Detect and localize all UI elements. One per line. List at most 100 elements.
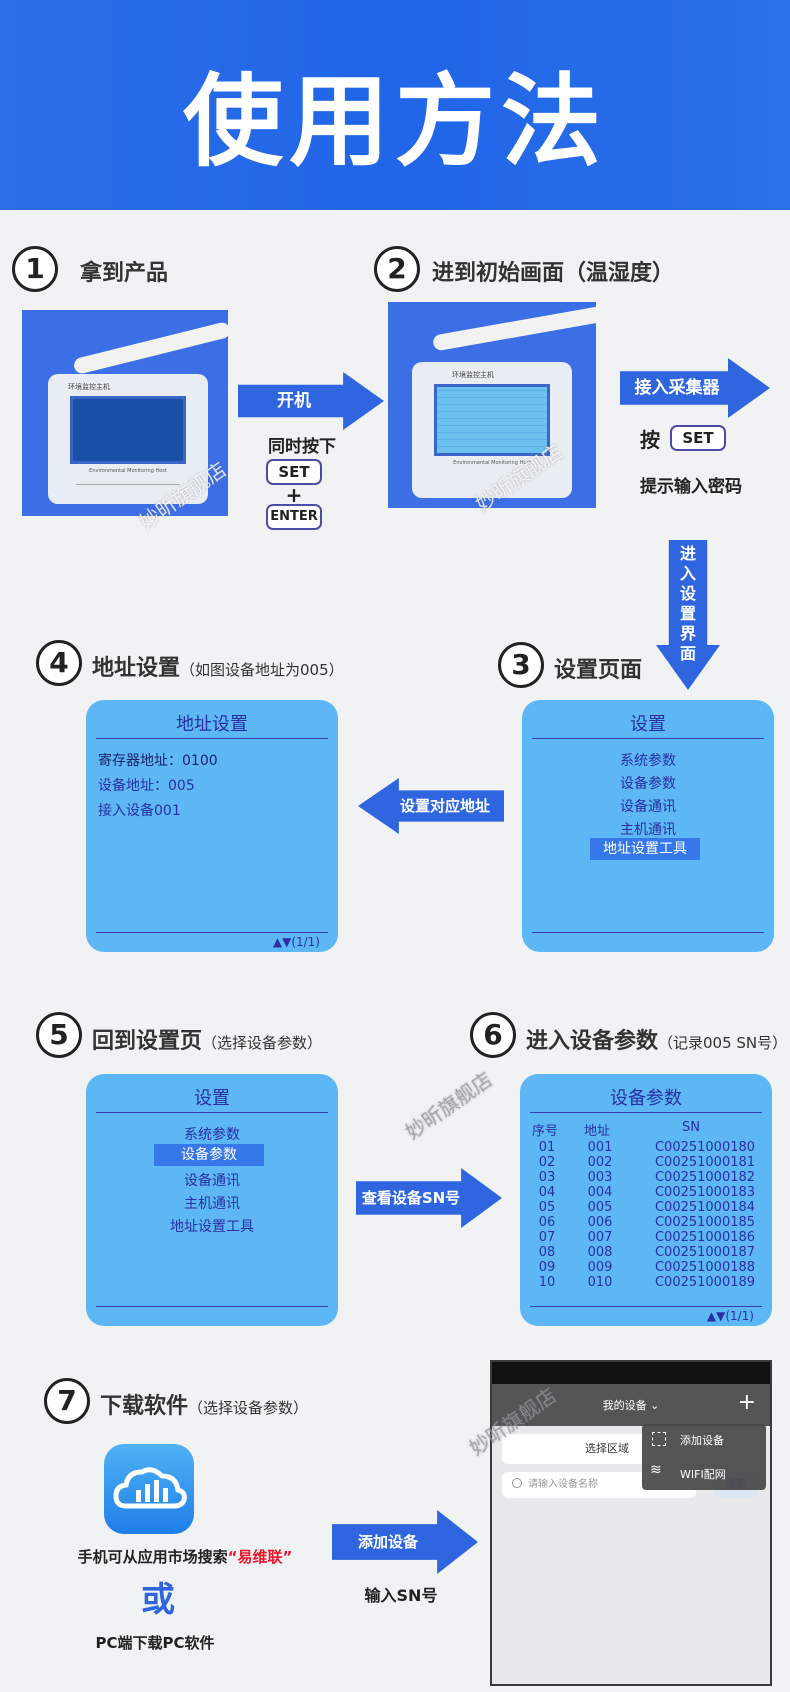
divider: [96, 738, 328, 739]
table-cell-address: 010: [587, 1275, 613, 1290]
input-sn-label: 输入SN号: [364, 1586, 438, 1605]
device-sub: Environmental Monitoring Host: [89, 468, 167, 474]
divider: [532, 932, 764, 933]
table-cell-address: 008: [587, 1245, 613, 1260]
set-address-arrow: 设置对应地址: [358, 778, 504, 834]
device-body: 环境监控主机 Environmental Monitoring Host: [412, 362, 572, 498]
scan-icon: [652, 1432, 666, 1446]
device-label: 环境监控主机: [452, 371, 494, 379]
divider: [532, 738, 764, 739]
col-header-sn: SN: [682, 1120, 700, 1135]
app-name: “易维联”: [227, 1548, 293, 1566]
address-screen: 地址设置 寄存器地址：0100 设备地址：005 接入设备001 ▲▼(1/1): [86, 700, 338, 952]
table-cell-address: 001: [587, 1140, 613, 1155]
table-cell-sn: C00251000183: [654, 1185, 756, 1200]
table-cell-sn: C00251000186: [654, 1230, 756, 1245]
menu-add-device[interactable]: 添加设备: [680, 1434, 724, 1447]
enter-key: ENTER: [266, 504, 322, 530]
prompt-password-label: 提示输入密码: [640, 477, 742, 497]
step-4-title: 地址设置（如图设备地址为005）: [92, 656, 344, 681]
enter-settings-char: 进: [679, 544, 696, 563]
table-cell-address: 002: [587, 1155, 613, 1170]
phone-screen: 我的设备 ⌄ + 选择区域 请输入设备名称 搜索 添加设备 ≋ WIFI配网 妙…: [465, 1360, 772, 1686]
or-label: 或: [141, 1580, 175, 1620]
phone-status-bar: [492, 1362, 770, 1384]
table-cell-address: 003: [587, 1170, 613, 1185]
chevron-down-icon[interactable]: ⌄: [650, 1399, 660, 1412]
table-cell-sn: C00251000187: [654, 1245, 756, 1260]
table-cell-sn: C00251000185: [654, 1215, 756, 1230]
table-cell-address: 005: [587, 1200, 613, 1215]
device-address: 设备地址：005: [98, 778, 195, 794]
step-2-title: 进到初始画面（温湿度）: [432, 261, 675, 286]
address-screen-title: 地址设置: [176, 714, 248, 735]
set-key-2: SET: [670, 425, 726, 451]
add-device-arrow: 添加设备: [332, 1510, 478, 1574]
menu-system-params: 系统参数: [620, 753, 676, 769]
menu-address-tool-selected: 地址设置工具: [590, 838, 700, 860]
step-2-number: 2: [374, 246, 420, 292]
step-3-number: 3: [498, 642, 544, 688]
enter-settings-char: 设: [679, 584, 696, 603]
table-cell-sn: C00251000181: [654, 1155, 756, 1170]
step-6-title: 进入设备参数（记录005 SN号）: [526, 1029, 788, 1054]
phone-header: 我的设备 ⌄ +: [492, 1384, 770, 1426]
enter-settings-text: 进 入 设 置 界 面: [656, 544, 720, 664]
menu-system-params: 系统参数: [184, 1127, 240, 1143]
menu-device-params: 设备参数: [620, 776, 676, 792]
menu-host-comm: 主机通讯: [184, 1196, 240, 1212]
device-buttons: [76, 484, 180, 492]
device-params-title: 设备参数: [610, 1088, 682, 1109]
table-cell-index: 06: [538, 1215, 556, 1230]
step-7-title: 下载软件（选择设备参数）: [100, 1394, 309, 1419]
enter-settings-char: 入: [679, 564, 696, 583]
table-cell-address: 004: [587, 1185, 613, 1200]
antenna: [72, 320, 232, 376]
divider: [96, 932, 328, 933]
watermark: 妙昕旗舰店: [401, 1067, 497, 1145]
table-cell-sn: C00251000184: [654, 1200, 756, 1215]
table-cell-index: 02: [538, 1155, 556, 1170]
col-header-address: 地址: [584, 1124, 611, 1139]
enter-settings-char: 面: [679, 644, 696, 663]
enter-settings-char: 界: [679, 624, 696, 643]
table-cell-sn: C00251000189: [654, 1275, 756, 1290]
divider: [530, 1306, 762, 1307]
table-cell-index: 05: [538, 1200, 556, 1215]
product-photo-2: 环境监控主机 Environmental Monitoring Host 妙昕旗…: [388, 302, 613, 516]
table-cell-index: 03: [538, 1170, 556, 1185]
divider: [96, 1112, 328, 1113]
plus-sign: +: [285, 483, 303, 507]
search-icon: [512, 1478, 522, 1488]
table-cell-address: 009: [587, 1260, 613, 1275]
plus-icon[interactable]: +: [737, 1390, 756, 1415]
page-title: 使用方法: [183, 63, 607, 180]
step-5-number: 5: [36, 1012, 82, 1058]
table-cell-address: 007: [587, 1230, 613, 1245]
register-address: 寄存器地址：0100: [98, 753, 218, 769]
menu-device-comm: 设备通讯: [620, 799, 676, 815]
table-cell-index: 09: [538, 1260, 556, 1275]
add-menu-popup: 添加设备 ≋ WIFI配网: [642, 1424, 766, 1490]
press-together-label: 同时按下: [268, 437, 336, 457]
divider: [96, 1306, 328, 1307]
device-label: 环境监控主机: [68, 383, 110, 391]
step-4-number: 4: [36, 640, 82, 686]
step-6-number: 6: [470, 1012, 516, 1058]
device-body: 环境监控主机 Environmental Monitoring Host: [48, 374, 208, 504]
access-device: 接入设备001: [98, 803, 181, 819]
table-cell-index: 04: [538, 1185, 556, 1200]
device-sub: Environmental Monitoring Host: [453, 460, 531, 466]
settings-screen-title: 设置: [194, 1088, 230, 1109]
table-cell-address: 006: [587, 1215, 613, 1230]
address-pager: ▲▼(1/1): [272, 935, 320, 949]
wifi-icon: ≋: [650, 1462, 662, 1478]
menu-address-tool: 地址设置工具: [170, 1219, 254, 1235]
params-pager: ▲▼(1/1): [706, 1309, 754, 1323]
connect-collector-arrow: 接入采集器: [620, 358, 770, 418]
menu-wifi-config[interactable]: WIFI配网: [680, 1468, 726, 1481]
table-cell-index: 07: [538, 1230, 556, 1245]
table-cell-index: 01: [538, 1140, 556, 1155]
